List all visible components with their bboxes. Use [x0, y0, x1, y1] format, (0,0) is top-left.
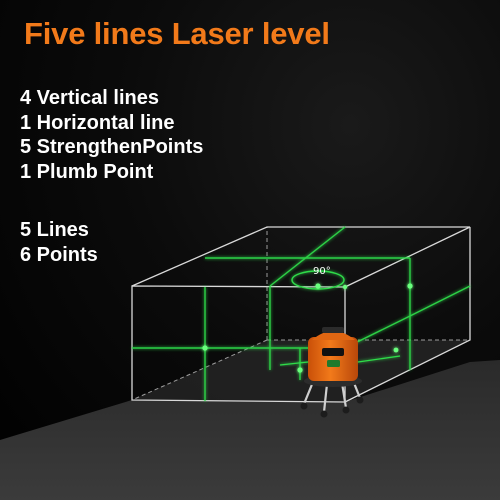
feature-item: 4 Vertical lines [20, 87, 159, 109]
summary-item: 6 Points [20, 244, 98, 266]
feature-item: 5 StrengthenPoints [20, 136, 204, 158]
ceiling-90-degree-marker [291, 270, 345, 290]
feature-item: 1 Plumb Point [20, 160, 154, 183]
feature-list: 4 Vertical lines 1 Horizontal line 5 Str… [20, 86, 203, 184]
floor-surface [0, 360, 500, 500]
room-box-hidden-edges [131, 227, 470, 401]
summary-list: 5 Lines 6 Points [20, 218, 98, 268]
laser-level-device [279, 327, 401, 418]
feature-item: 1 Horizontal line [20, 111, 175, 134]
summary-item: 5 Lines [20, 219, 89, 241]
angle-label: 90° [313, 266, 331, 277]
laser-points [202, 283, 413, 373]
page-title: Five lines Laser level [24, 16, 330, 51]
